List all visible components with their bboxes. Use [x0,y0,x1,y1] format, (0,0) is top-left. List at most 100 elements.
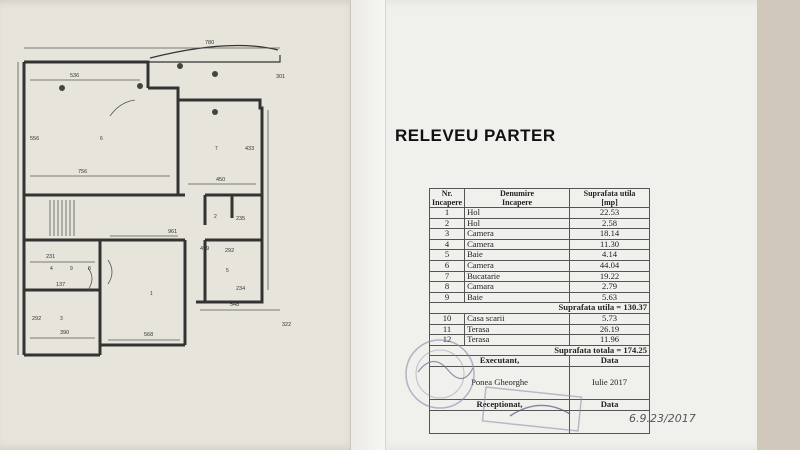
plan-dim: 499 [200,246,209,252]
cell-name: Casa scarii [464,312,571,325]
cell-nr: 8 [428,281,466,293]
header-name: Denumire Incapere [464,188,571,208]
cell-name: Baie [464,291,571,304]
header-nr-line1: Nr. [441,189,453,198]
plan-dim: 780 [205,40,214,46]
plan-dim: 234 [236,286,245,292]
cell-area: 26.19 [569,323,650,336]
cell-nr: 4 [428,238,466,251]
cell-nr: 5 [428,249,466,261]
plan-dim: 301 [276,74,285,80]
executant-date: Iulie 2017 [569,365,650,400]
receptionat-date [569,409,650,434]
cell-area: 5.63 [569,291,650,304]
table-header-row: Nr. Incapere Denumire Incapere Suprafata… [428,188,650,208]
room-number: 8 [88,266,91,272]
plan-dim: 292 [32,316,41,322]
header-area-line2: [mp] [601,198,618,207]
room-number: 3 [60,316,63,322]
floor-plan-drawing: 780 536 301 556 433 756 450 235 961 231 … [17,40,291,357]
plan-dim: 235 [236,216,245,222]
cell-name: Hol [464,217,571,230]
total-row: Suprafata totala = 174.25 [429,344,650,357]
data-label: Data [569,355,650,367]
cell-name: Camera [464,228,571,240]
header-nr-line2: Incapere [432,198,463,207]
cell-area: 19.22 [569,270,650,283]
header-name-line2: Incapere [502,198,533,207]
plan-dim: 548 [230,302,239,308]
cell-area: 18.14 [569,228,650,240]
cell-area: 5.73 [569,312,650,325]
header-nr: Nr. Incapere [428,188,466,208]
cell-nr: 10 [428,312,466,325]
receptionat-name [428,409,571,434]
plan-dim: 556 [30,136,39,142]
plan-dim: 450 [216,177,225,183]
header-area-line1: Suprafata utila [583,189,636,198]
cell-name: Terasa [464,323,571,336]
cell-name: Baie [464,249,571,261]
cell-nr: 2 [428,217,466,230]
cell-nr: 3 [428,228,466,240]
room-area-table: Nr. Incapere Denumire Incapere Suprafata… [428,188,650,434]
cell-nr: 12 [428,334,466,346]
plan-dim: 433 [245,146,254,152]
room-number: 5 [226,268,229,274]
room-number: 9 [70,266,73,272]
cell-nr: 6 [428,259,466,272]
handwritten-date: 6.9.23/2017 [629,412,696,425]
plan-dim: 292 [225,248,234,254]
subtotal-row: Suprafata utila = 130.37 [429,302,650,314]
plan-dim: 390 [60,330,69,336]
page-title: RELEVEU PARTER [395,126,556,145]
cell-nr: 9 [428,291,466,304]
room-number: 6 [100,136,103,142]
cell-name: Camera [464,259,571,272]
receptionat-row [428,409,650,434]
cell-area: 2.79 [569,281,650,293]
plan-dim: 568 [144,332,153,338]
round-stamp-icon [405,339,475,409]
cell-area: 4.14 [569,249,650,261]
cell-nr: 1 [428,207,466,219]
room-number: 4 [50,266,53,272]
cell-name: Camara [464,281,571,293]
cell-name: Bucatarie [464,270,571,283]
cell-area: 22.53 [569,207,650,219]
cell-area: 11.30 [569,238,650,251]
page-fold-edge [350,0,386,450]
subtotal-cell: Suprafata utila = 130.37 [429,302,650,314]
plan-dim: 322 [282,322,291,328]
cell-name: Terasa [464,334,571,346]
header-area: Suprafata utila [mp] [569,188,650,208]
plan-dim: 756 [78,169,87,175]
executant-name: Ponea Gheorghe [428,365,571,400]
cell-name: Camera [464,238,571,251]
plan-dim: 536 [70,73,79,79]
cell-area: 44.04 [569,259,650,272]
handwritten-date-icon: 6.9.23/2017 [629,412,696,425]
cell-area: 2.58 [569,217,650,230]
room-number: 1 [150,291,153,297]
room-number: 2 [214,214,217,220]
floor-plan-sheet [0,0,360,450]
rectangular-stamp-icon [481,386,583,432]
cell-nr: 7 [428,270,466,283]
plan-dim: 961 [168,229,177,235]
cell-name: Hol [464,207,571,219]
header-name-line1: Denumire [500,189,535,198]
